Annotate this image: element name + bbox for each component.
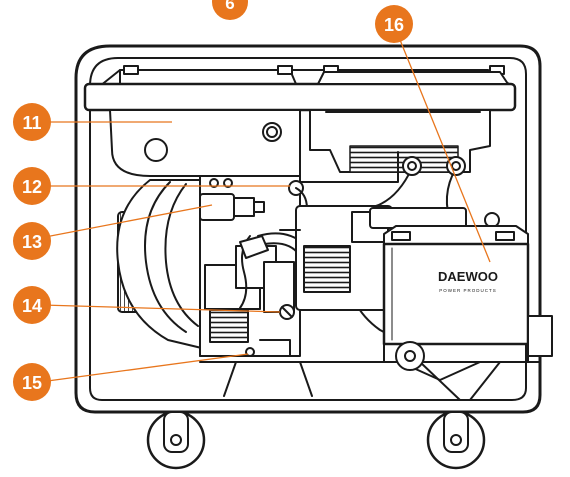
base-mount <box>199 315 553 401</box>
flywheel-cover <box>116 179 211 351</box>
callouts: 6 11 12 13 14 15 16 <box>13 0 413 401</box>
svg-text:13: 13 <box>22 232 42 252</box>
svg-text:6: 6 <box>225 0 234 13</box>
svg-text:11: 11 <box>22 113 41 133</box>
battery-terminals <box>402 156 466 176</box>
starter-solenoid <box>199 180 304 221</box>
leader-15 <box>39 353 249 383</box>
leader-13 <box>39 204 213 239</box>
left-wheel <box>146 410 206 470</box>
svg-text:16: 16 <box>384 15 404 35</box>
callout-11: 11 <box>13 103 51 141</box>
callout-6: 6 <box>212 0 248 20</box>
callout-14: 14 <box>13 286 51 324</box>
battery <box>382 225 530 346</box>
svg-text:14: 14 <box>22 296 42 316</box>
callout-13: 13 <box>13 222 51 260</box>
callout-12: 12 <box>13 167 51 205</box>
battery-brand: DAEWOO <box>438 269 498 284</box>
leader-16 <box>395 29 491 263</box>
air-filter <box>109 109 301 177</box>
rear-wheel <box>395 341 425 371</box>
fuel-tank <box>83 65 517 112</box>
leader-lines <box>38 29 491 383</box>
callout-16: 16 <box>375 5 413 43</box>
battery-logo: DAEWOO POWER PRODUCTS <box>438 269 498 293</box>
alternator <box>279 205 500 311</box>
cylinder-head <box>309 109 491 173</box>
callout-15: 15 <box>13 363 51 401</box>
leader-14 <box>41 304 281 313</box>
svg-text:12: 12 <box>22 177 42 197</box>
right-wheel <box>426 410 486 470</box>
svg-text:15: 15 <box>22 373 42 393</box>
battery-tagline: POWER PRODUCTS <box>439 288 497 293</box>
